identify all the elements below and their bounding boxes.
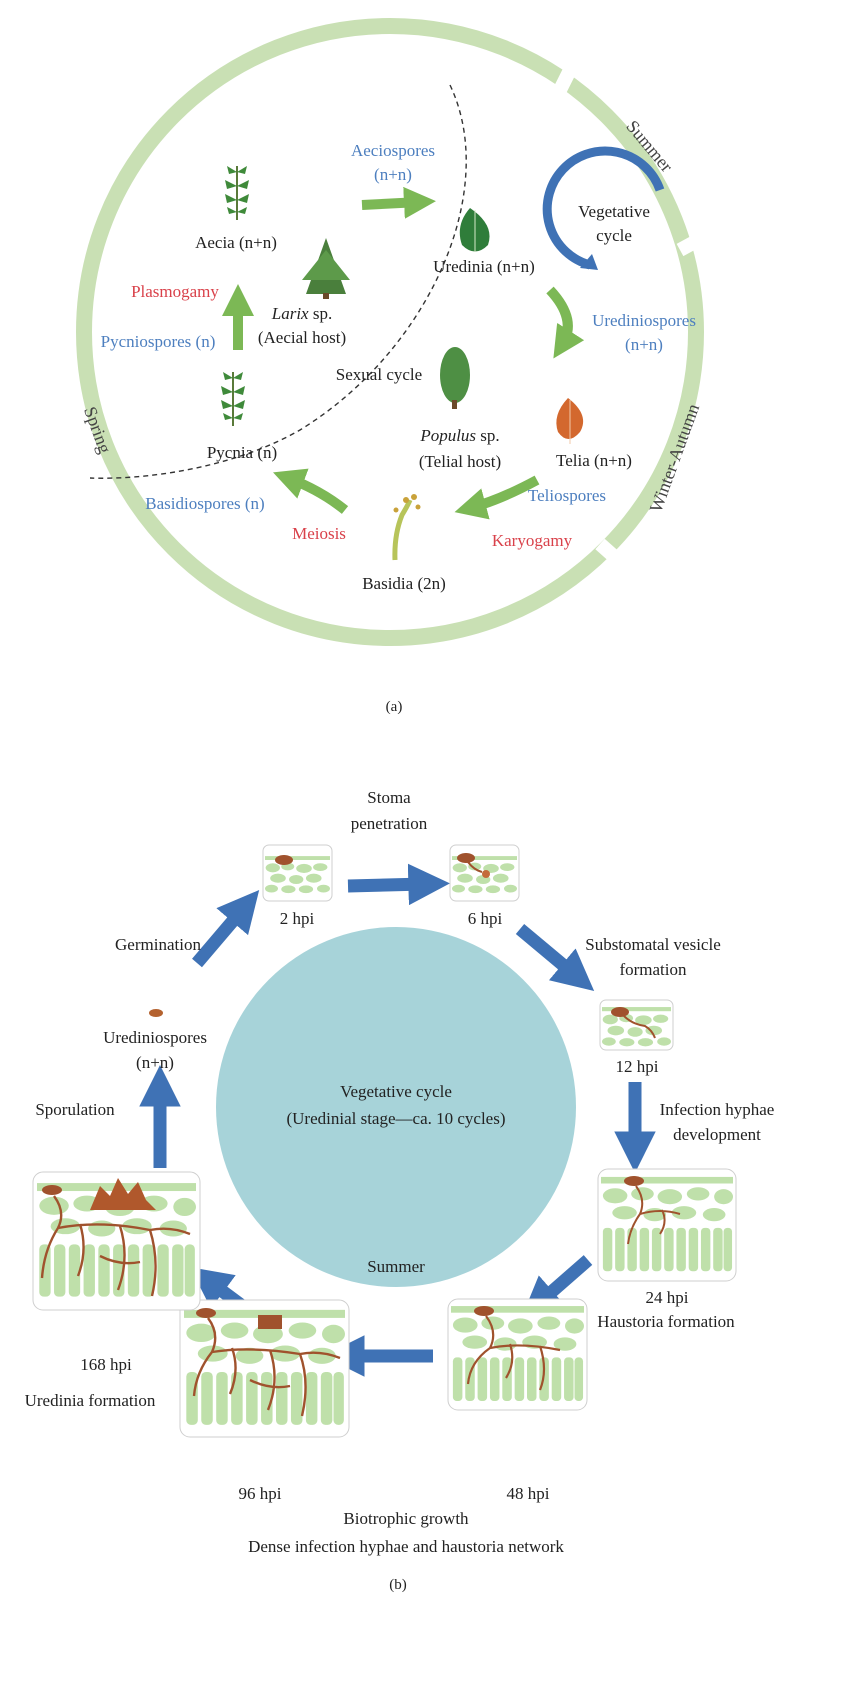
aspen-leaf-icon (459, 208, 490, 252)
vegetative-cycle-label-1: Vegetative (578, 202, 650, 221)
telia-label: Telia (n+n) (556, 451, 632, 470)
vegetative-loop-head (580, 254, 598, 270)
arrow-24-to-48 (521, 1255, 593, 1319)
urediniospores-label: Urediniospores (592, 311, 696, 330)
aecia-label: Aecia (n+n) (195, 233, 277, 252)
meiosis-label: Meiosis (292, 524, 346, 543)
step-germination: Germination (115, 935, 201, 954)
season-spring: Spring (80, 404, 115, 456)
step-infection-2: development (673, 1125, 761, 1144)
timepoint-12hpi: 12 hpi (616, 1057, 659, 1076)
arrow-aecia-to-uredinia (361, 186, 436, 219)
ring-gap (549, 66, 577, 102)
season-winter-autumn: Winter-Autumn (645, 401, 703, 515)
season-ring (76, 18, 704, 646)
step-network: Dense infection hyphae and haustoria net… (248, 1537, 564, 1556)
sexual-cycle-label: Sexual cycle (336, 365, 422, 384)
arrow-6-to-12 (515, 924, 595, 992)
aeciospores-label: Aeciospores (351, 141, 435, 160)
timepoint-2hpi: 2 hpi (280, 909, 315, 928)
larix-tree-icon (302, 238, 350, 299)
aeciospores-ploidy: (n+n) (374, 165, 412, 184)
step-uredinia-formation: Uredinia formation (25, 1391, 156, 1410)
step-biotrophic: Biotrophic growth (343, 1509, 469, 1528)
step-infection-1: Infection hyphae (660, 1100, 775, 1119)
stage-168hpi-image (32, 1171, 201, 1311)
ring-gap (595, 538, 623, 566)
pycniospores-label: Pycniospores (n) (101, 332, 216, 351)
karyogamy-label: Karyogamy (492, 531, 573, 550)
plasmogamy-label: Plasmogamy (131, 282, 219, 301)
cycle-divider (89, 84, 467, 479)
timepoint-6hpi: 6 hpi (468, 909, 503, 928)
vegetative-loop-arrow (542, 146, 665, 270)
stage-6hpi-image (449, 844, 520, 902)
panel-b: Vegetative cycle (Uredinial stage—ca. 10… (25, 788, 775, 1593)
timepoint-24hpi: 24 hpi (646, 1288, 689, 1307)
aecial-host-label: (Aecial host) (258, 328, 346, 347)
pycnia-label: Pycnia (n) (207, 443, 277, 462)
center-title: Vegetative cycle (340, 1082, 452, 1101)
step-sporulation: Sporulation (35, 1100, 115, 1119)
step-haustoria: Haustoria formation (597, 1312, 735, 1331)
stage-48hpi-image (447, 1298, 588, 1411)
step-vesicle-1: Substomatal vesicle (585, 935, 721, 954)
basidia-label: Basidia (2n) (362, 574, 446, 593)
timepoint-48hpi: 48 hpi (507, 1484, 550, 1503)
stage-96hpi-image (179, 1299, 350, 1438)
center-season: Summer (367, 1257, 425, 1276)
arrow-telia-to-basidia (454, 475, 540, 520)
step-urediniospores-2: (n+n) (136, 1053, 174, 1072)
vegetative-cycle-label-2: cycle (596, 226, 632, 245)
basidiospores-label: Basidiospores (n) (145, 494, 264, 513)
stage-24hpi-image (597, 1168, 737, 1282)
arrow-spores-to-2 (192, 889, 260, 968)
urediniospore-icon (149, 1009, 163, 1017)
timepoint-168hpi: 168 hpi (80, 1355, 132, 1374)
basidium-icon (392, 494, 421, 561)
telial-host-label: (Telial host) (419, 452, 501, 471)
uredinia-label: Uredinia (n+n) (433, 257, 535, 276)
urediniospores-ploidy: (n+n) (625, 335, 663, 354)
step-stoma-1: Stoma (367, 788, 411, 807)
stage-12hpi-image (599, 999, 674, 1051)
populus-label: Populus sp. (419, 426, 499, 445)
larch-needle-icon-top (224, 165, 250, 221)
center-circle (216, 927, 576, 1287)
teliospores-label: Teliospores (528, 486, 606, 505)
ring-gap (676, 231, 706, 257)
populus-tree-icon (440, 347, 470, 409)
step-stoma-2: penetration (351, 814, 428, 833)
step-urediniospores-1: Urediniospores (103, 1028, 207, 1047)
arrow-basidia-to-pycnia (273, 468, 349, 514)
panel-b-caption: (b) (389, 1577, 407, 1593)
larix-label: Larix sp. (271, 304, 332, 323)
step-vesicle-2: formation (619, 960, 687, 979)
timepoint-96hpi: 96 hpi (239, 1484, 282, 1503)
panel-a-caption: (a) (386, 699, 403, 715)
stage-2hpi-image (262, 844, 333, 902)
larch-needle-icon-bottom (220, 371, 246, 427)
panel-a: Summer Winter-Autumn Spring (76, 18, 706, 715)
center-subtitle: (Uredinial stage—ca. 10 cycles) (286, 1109, 505, 1128)
infected-leaf-icon (556, 398, 584, 444)
arrow-2-to-6 (347, 863, 450, 906)
arrow-uredinia-to-telia (546, 286, 585, 359)
